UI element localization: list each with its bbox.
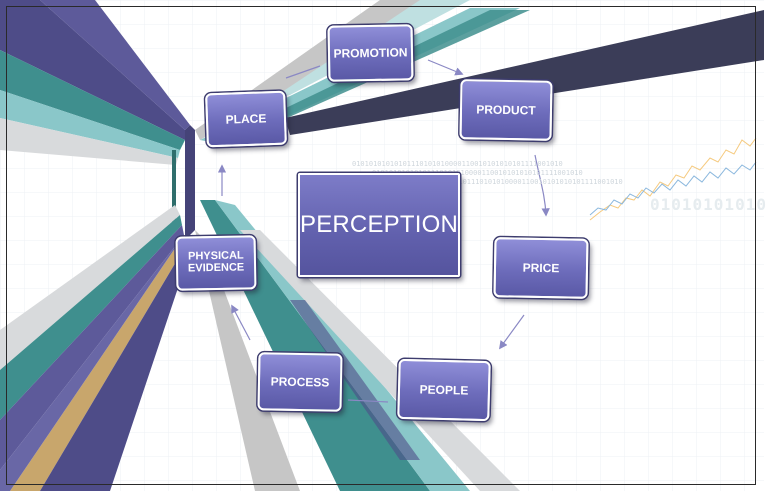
promotion-box: PROMOTION bbox=[327, 24, 414, 82]
binary-line: 0101010101010111010101000011001010101010… bbox=[352, 160, 563, 168]
perception-label: PERCEPTION bbox=[299, 211, 459, 239]
price-label: PRICE bbox=[522, 260, 560, 276]
arrow-price-to-people bbox=[499, 314, 525, 350]
binary-line: 0101010101010111010101000011001010101010… bbox=[412, 178, 623, 186]
arrow-place-to-promotion bbox=[285, 65, 321, 79]
arrow-promotion-to-product bbox=[427, 59, 464, 76]
physical-evidence-box: PHYSICAL EVIDENCE bbox=[175, 235, 257, 291]
process-label: PROCESS bbox=[270, 374, 330, 390]
people-label: PEOPLE bbox=[419, 382, 469, 398]
physical-evidence-label: PHYSICAL EVIDENCE bbox=[187, 250, 245, 275]
people-box: PEOPLE bbox=[397, 358, 491, 422]
binary-line: 0101010101010111010101000011001010101010… bbox=[372, 169, 583, 177]
price-box: PRICE bbox=[493, 237, 589, 299]
background-line-chart bbox=[589, 137, 757, 221]
product-box: PRODUCT bbox=[459, 79, 553, 141]
arrow-people-to-process bbox=[347, 399, 389, 403]
arrow-process-to-physical bbox=[231, 304, 251, 341]
background-digits: 01010101010 bbox=[650, 195, 767, 214]
left-stripes bbox=[0, 0, 195, 491]
physical-evidence-line2: EVIDENCE bbox=[187, 261, 245, 275]
promotion-label: PROMOTION bbox=[333, 45, 408, 61]
perception-box: PERCEPTION bbox=[298, 173, 460, 277]
place-label: PLACE bbox=[225, 110, 267, 127]
place-box: PLACE bbox=[205, 90, 287, 148]
arrow-product-to-price bbox=[534, 154, 550, 217]
product-label: PRODUCT bbox=[476, 102, 536, 118]
process-box: PROCESS bbox=[257, 352, 343, 412]
cycle-arrows bbox=[217, 59, 550, 403]
background-binary-text: 0101010101010111010101000011001010101010… bbox=[352, 160, 623, 187]
